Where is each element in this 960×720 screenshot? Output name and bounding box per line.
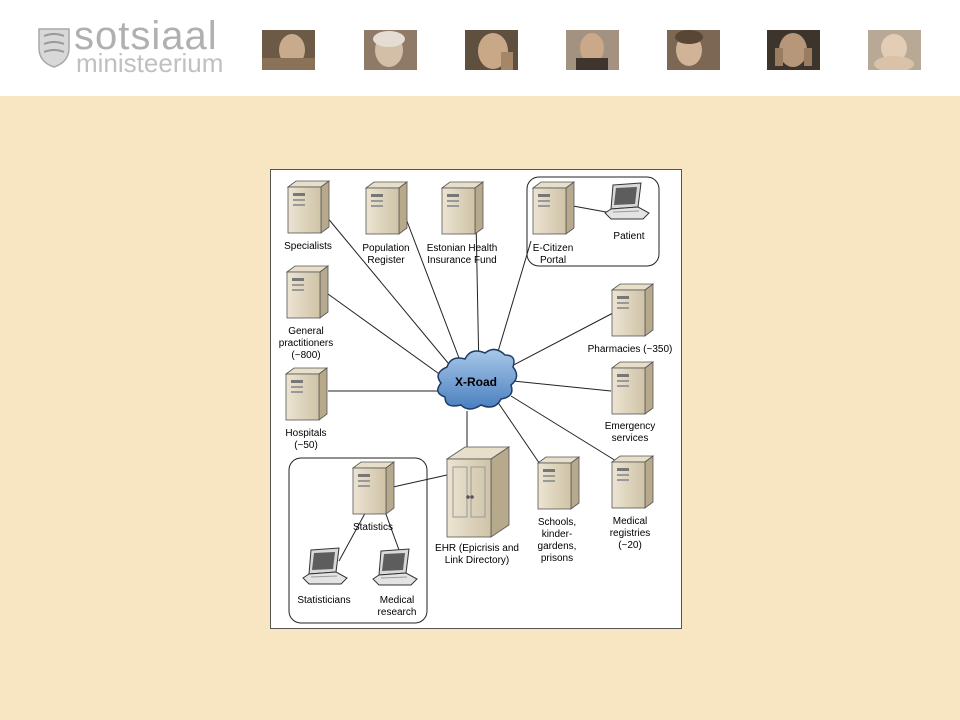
- statistics-server-icon: [352, 461, 395, 515]
- label-hospitals: Hospitals(~50): [285, 428, 326, 451]
- registries-server-icon: [611, 455, 654, 509]
- label-schools: Schools,kinder-gardens,prisons: [538, 517, 577, 564]
- hospitals-server-icon: [285, 367, 328, 421]
- portrait-photo-3: [465, 30, 518, 70]
- portrait-photo-4: [566, 30, 619, 70]
- schools-server-icon: [537, 456, 580, 510]
- specialists-server-icon: [287, 180, 330, 234]
- research-laptop-icon: [372, 548, 418, 586]
- ministry-logo[interactable]: sotsiaal ministeerium: [36, 14, 236, 78]
- logo-word-sotsiaal: sotsiaal: [74, 14, 218, 58]
- portrait-photo-7: [868, 30, 921, 70]
- x-road-label: X-Road: [455, 375, 497, 389]
- pharmacies-server-icon: [611, 283, 654, 337]
- header-bar: sotsiaal ministeerium: [0, 0, 960, 96]
- portrait-photo-6: [767, 30, 820, 70]
- x-road-cloud-icon: X-Road: [437, 348, 518, 410]
- statisticians-laptop-icon: [302, 547, 348, 585]
- label-statistics: Statistics: [353, 522, 393, 533]
- label-pharmacies: Pharmacies (~350): [588, 344, 673, 355]
- label-specialists: Specialists: [284, 241, 332, 252]
- crest-icon: [38, 28, 70, 68]
- portrait-photo-5: [667, 30, 720, 70]
- statistics-group: [288, 457, 428, 624]
- e-citizen-group: [526, 176, 660, 267]
- gp-server-icon: [286, 265, 329, 319]
- portrait-photo-2: [364, 30, 417, 70]
- emergency-server-icon: [611, 361, 654, 415]
- patient-laptop-icon: [604, 182, 650, 220]
- label-patient: Patient: [613, 231, 644, 242]
- ehif-server-icon: [441, 181, 484, 235]
- logo-word-ministeerium: ministeerium: [76, 48, 224, 78]
- population-register-server-icon: [365, 181, 408, 235]
- portrait-photo-1: [262, 30, 315, 70]
- label-statisticians: Statisticians: [297, 595, 350, 606]
- e-citizen-server-icon: [532, 181, 575, 235]
- ehr-server-icon: [445, 446, 511, 538]
